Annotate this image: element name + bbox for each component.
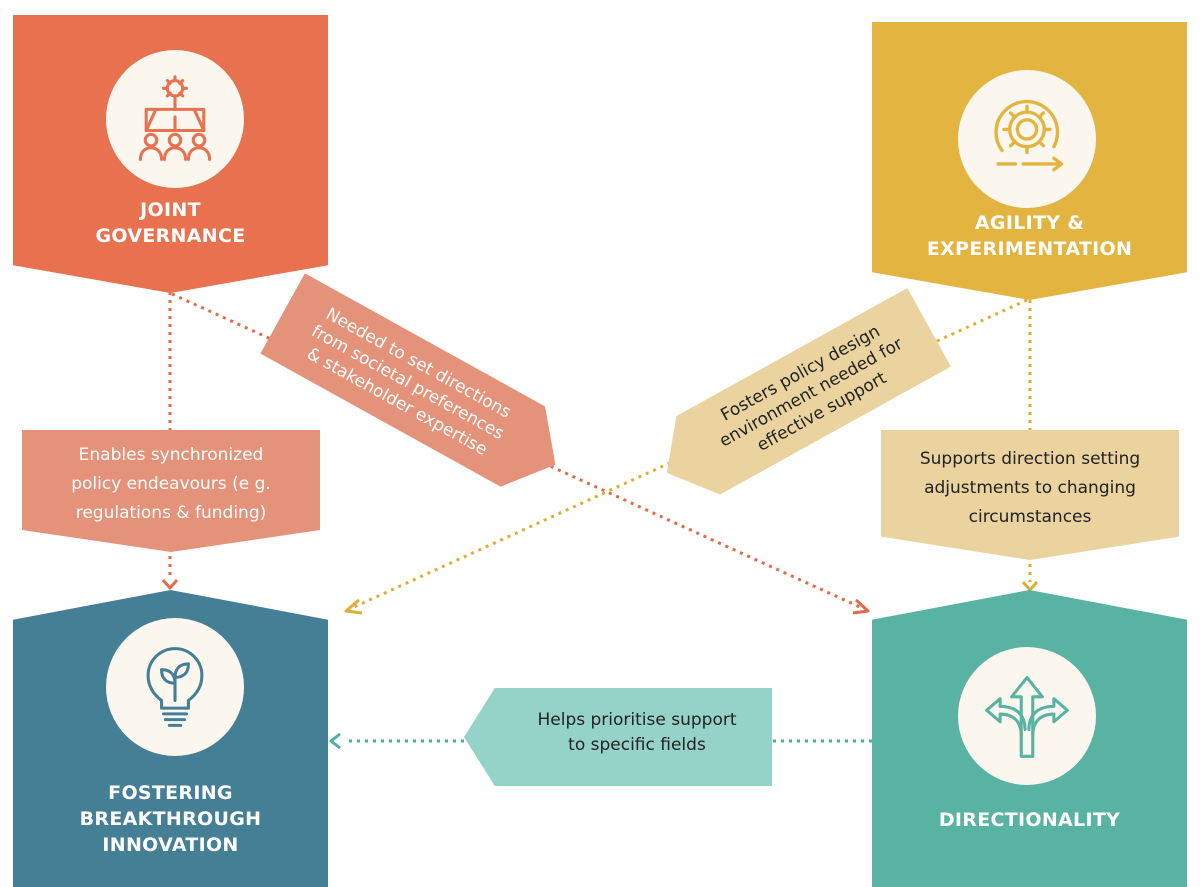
arrowhead-to-fostering-left	[329, 732, 341, 750]
node-icon-circle	[958, 647, 1096, 785]
link-label-prioritise: Helps prioritise support to specific fie…	[464, 688, 772, 786]
node-icon-circle	[958, 70, 1096, 208]
node-title: AGILITY & EXPERIMENTATION	[926, 212, 1133, 260]
link-label-synchronized: Enables synchronized policy endeavours (…	[22, 430, 320, 552]
branching-arrows-icon	[985, 676, 1069, 758]
node-icon-circle	[106, 618, 244, 756]
node-agility-experimentation: AGILITY & EXPERIMENTATION	[872, 22, 1187, 300]
arrowhead-to-directionality-top	[1021, 581, 1039, 592]
gear-cycle-icon	[994, 99, 1064, 172]
arrowhead-to-directionality-diag	[852, 598, 870, 615]
lightbulb-sprout-icon	[146, 647, 204, 727]
link-label-direction-setting: Supports direction setting adjustments t…	[881, 430, 1179, 560]
arrowhead-to-fostering-top	[161, 579, 179, 590]
node-joint-governance: JOINT GOVERNANCE	[13, 15, 328, 293]
team-gear-icon	[138, 75, 212, 161]
arrowhead-to-fostering-diag	[344, 598, 363, 615]
node-title: JOINT GOVERNANCE	[95, 199, 246, 247]
node-directionality: DIRECTIONALITY	[872, 590, 1187, 887]
node-title: FOSTERING BREAKTHROUGH INNOVATION	[79, 782, 262, 856]
node-fostering-breakthrough-innovation: FOSTERING BREAKTHROUGH INNOVATION	[13, 590, 328, 887]
node-icon-circle	[106, 50, 244, 188]
node-title: DIRECTIONALITY	[938, 809, 1121, 831]
